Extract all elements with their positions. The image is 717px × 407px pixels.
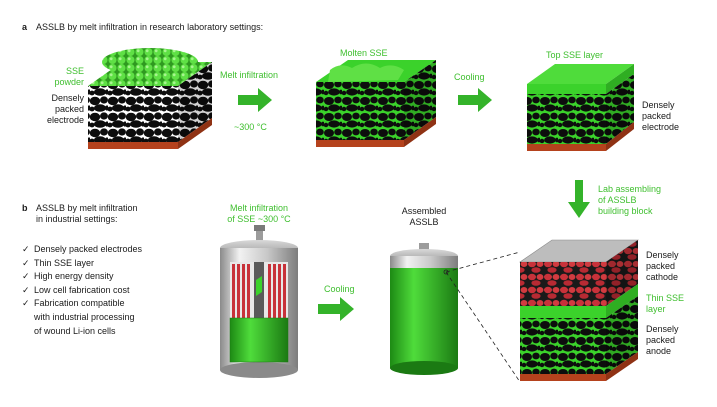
cooling-label-b: Cooling xyxy=(324,284,355,294)
list-item: ✓ Densely packed electrodes xyxy=(22,243,142,257)
list-item: ✓ High energy density xyxy=(22,270,142,284)
assembled-line: Assembled xyxy=(401,206,447,216)
lab-assembling-line: of ASSLB xyxy=(598,195,637,205)
assembled-asslb-label: Assembled ASSLB xyxy=(384,206,464,228)
feature-text: Low cell fabrication cost xyxy=(34,284,130,295)
temperature-label: ~300 °C xyxy=(234,122,267,132)
cathode-line: packed xyxy=(646,261,676,271)
thin-sse-line: layer xyxy=(646,304,666,314)
checkmark-icon: ✓ xyxy=(22,298,30,309)
densely-packed-electrode-left: Densely packed electrode xyxy=(30,93,84,126)
feature-text: of wound Li-ion cells xyxy=(34,325,116,336)
assembled-line: ASSLB xyxy=(409,217,439,227)
arrow-right-icon xyxy=(318,297,354,321)
list-item: ✓ Fabrication compatible xyxy=(22,297,142,311)
panel-b-title-line: ASSLB by melt infiltration xyxy=(36,203,138,213)
thin-sse-line: Thin SSE xyxy=(646,293,685,303)
list-item: ✓ Thin SSE layer xyxy=(22,257,142,271)
list-item: of wound Li-ion cells xyxy=(22,325,142,339)
feature-text: Fabrication compatible xyxy=(34,298,125,309)
anode-line: packed xyxy=(646,335,676,345)
cathode-line: cathode xyxy=(646,272,679,282)
electrode-line: electrode xyxy=(642,122,680,132)
arrow-right-icon xyxy=(458,88,492,112)
cathode-line: Densely xyxy=(646,250,679,260)
list-item: ✓ Low cell fabrication cost xyxy=(22,284,142,298)
feature-list: ✓ Densely packed electrodes ✓ Thin SSE lay… xyxy=(22,243,142,338)
melt-label-line: Melt infiltration xyxy=(229,203,289,213)
densely-packed-cathode-label: Densely packed cathode xyxy=(646,250,679,283)
electrode-line: electrode xyxy=(46,115,84,125)
densely-line: Densely xyxy=(642,100,675,110)
top-sse-layer-label: Top SSE layer xyxy=(546,50,604,60)
melt-infiltration-sse-label: Melt infiltration of SSE ~300 °C xyxy=(214,203,304,225)
densely-packed-electrode-right: Densely packed electrode xyxy=(642,100,679,133)
cube-assembled-stack xyxy=(519,239,639,381)
lab-assembling-line: Lab assembling xyxy=(598,184,662,194)
sse-powder-line: SSE xyxy=(65,66,84,76)
cube-top-sse-layer xyxy=(527,64,634,151)
arrow-down-icon xyxy=(568,180,590,218)
checkmark-icon: ✓ xyxy=(22,257,30,268)
cube-sse-powder xyxy=(88,48,212,149)
cell-assembled-asslb xyxy=(390,243,458,375)
feature-text: Densely packed electrodes xyxy=(34,244,143,254)
cell-melt-infiltration xyxy=(220,225,298,378)
sse-powder-line: powder xyxy=(54,77,84,87)
feature-text: with industrial processing xyxy=(34,311,135,322)
checkmark-icon: ✓ xyxy=(22,271,30,282)
densely-packed-anode-label: Densely packed anode xyxy=(646,324,679,357)
panel-a-letter: a xyxy=(22,22,28,32)
checkmark-icon: ✓ xyxy=(22,284,30,295)
anode-line: anode xyxy=(646,346,672,356)
packed-line: packed xyxy=(642,111,672,121)
panel-a-title: ASSLB by melt infiltration in research l… xyxy=(36,22,264,32)
feature-text: Thin SSE layer xyxy=(34,257,95,268)
melt-infiltration-label: Melt infiltration xyxy=(220,70,279,80)
melt-label-line: of SSE ~300 °C xyxy=(227,214,291,224)
sse-powder-label: SSE powder xyxy=(40,66,84,88)
panel-b-title: ASSLB by melt infiltration in industrial… xyxy=(36,203,138,225)
packed-line: packed xyxy=(54,104,84,114)
checkmark-icon: ✓ xyxy=(22,244,30,254)
panel-b-title-line: in industrial settings: xyxy=(36,214,118,224)
panel-b-letter: b xyxy=(22,203,28,213)
anode-line: Densely xyxy=(646,324,679,334)
list-item: with industrial processing xyxy=(22,311,142,325)
arrow-right-icon xyxy=(238,88,272,112)
lab-assembling-line: building block xyxy=(598,206,653,216)
densely-line: Densely xyxy=(51,93,84,103)
feature-text: High energy density xyxy=(34,271,114,282)
molten-sse-label: Molten SSE xyxy=(340,48,388,58)
lab-assembling-label: Lab assembling of ASSLB building block xyxy=(598,184,661,217)
cooling-label-a: Cooling xyxy=(454,72,485,82)
thin-sse-layer-label: Thin SSE layer xyxy=(646,293,684,315)
cube-molten-sse xyxy=(316,60,436,147)
